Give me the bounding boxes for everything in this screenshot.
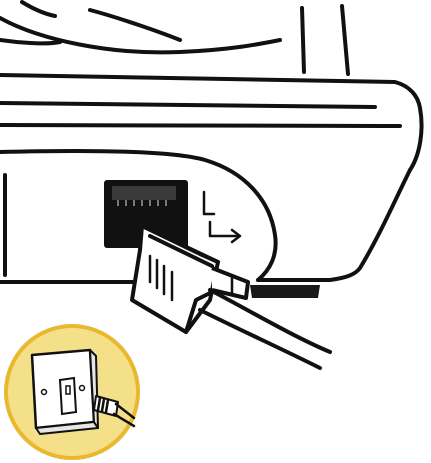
corner-arrow-icon bbox=[204, 192, 240, 242]
telephone-cable bbox=[200, 290, 330, 368]
wall-plate bbox=[32, 350, 98, 434]
wall-socket-callout bbox=[6, 326, 138, 458]
base-unit-body bbox=[0, 2, 422, 280]
telephone-plug bbox=[132, 226, 248, 332]
base-foot bbox=[250, 285, 320, 298]
